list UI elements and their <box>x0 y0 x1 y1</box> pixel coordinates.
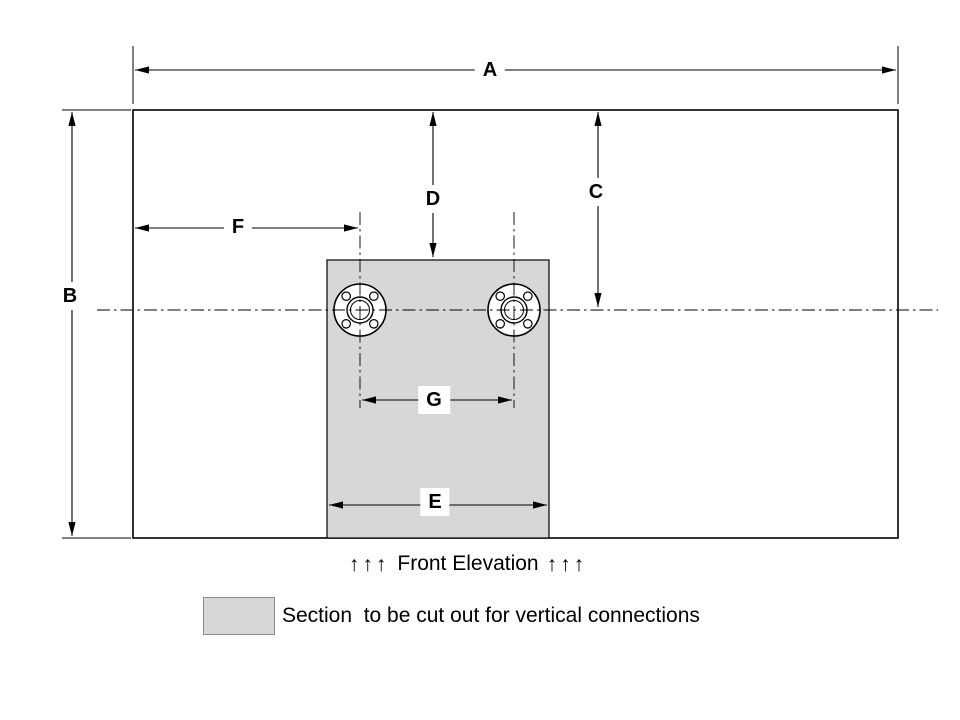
bolt-hole <box>495 291 505 301</box>
dim-label-d: D <box>417 185 449 213</box>
dimension-b <box>62 109 131 539</box>
bolt-hole <box>495 319 505 329</box>
dimension-a <box>132 46 899 104</box>
bolt-hole <box>341 291 351 301</box>
dim-label-c: C <box>580 178 612 206</box>
bolt-hole <box>523 291 533 301</box>
up-arrows-left-icon: ↑↑↑ <box>348 552 390 576</box>
dim-label-f: F <box>223 213 253 241</box>
diagram-title-text: Front Elevation <box>397 552 539 575</box>
bolt-hole <box>341 319 351 329</box>
bolt-hole <box>369 291 379 301</box>
diagram-title: ↑↑↑ Front Elevation ↑↑↑ <box>0 552 936 576</box>
legend-swatch <box>203 597 275 635</box>
centerlines <box>97 212 938 408</box>
dim-label-e: E <box>420 488 450 516</box>
bolt-hole <box>523 319 533 329</box>
legend: Section to be cut out for vertical conne… <box>203 597 700 635</box>
dim-label-a: A <box>474 56 506 84</box>
up-arrows-right-icon: ↑↑↑ <box>546 552 588 576</box>
legend-text: Section to be cut out for vertical conne… <box>282 604 700 627</box>
legend-swatch-rect <box>203 597 275 635</box>
dim-label-g: G <box>418 386 450 414</box>
bolt-hole <box>369 319 379 329</box>
dim-label-b: B <box>54 282 86 310</box>
